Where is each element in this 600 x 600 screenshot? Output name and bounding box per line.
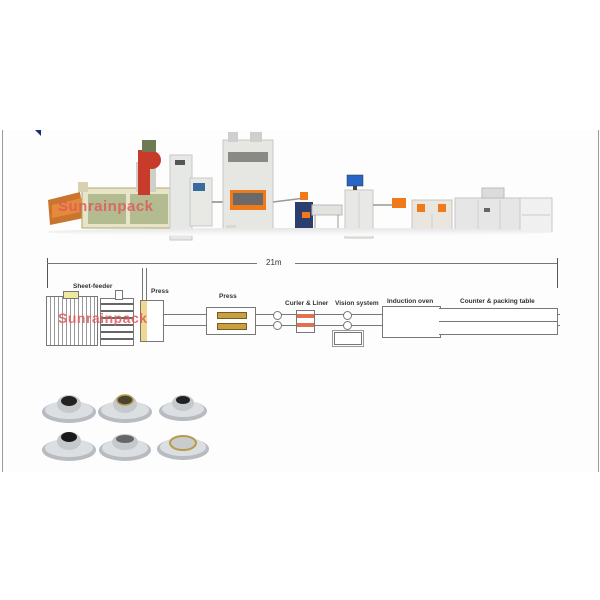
product-cap-6 — [157, 435, 209, 460]
induction-oven-machine — [411, 199, 453, 233]
press-1-block — [140, 300, 164, 342]
label-counter-packing: Counter & packing table — [460, 298, 535, 305]
transfer-unit — [272, 192, 313, 230]
curler-conveyor — [311, 204, 343, 230]
product-cap-1 — [42, 395, 96, 423]
drawing-watermark: Sunrainpack — [58, 310, 148, 326]
vision-system-console — [332, 330, 364, 347]
corner-marker-icon — [35, 130, 41, 136]
machine-line-illustration — [48, 132, 553, 241]
label-sheet-feeder: Sheet-feeder — [73, 283, 113, 290]
roller-2b — [343, 321, 352, 330]
label-curler-liner: Curler & Liner — [285, 300, 329, 307]
press-2-block — [206, 307, 256, 335]
press1-pipe-a — [142, 268, 143, 300]
dimension-tick-right — [557, 258, 558, 288]
liner-unit — [392, 198, 406, 208]
conveyor-rail-top — [160, 314, 560, 315]
label-induction-oven: Induction oven — [387, 298, 434, 305]
curler-liner-block — [296, 310, 315, 333]
feeder-stacker-top — [115, 290, 123, 300]
product-cap-5 — [99, 434, 151, 461]
machine-line-photo: Sunrainpack — [40, 130, 560, 245]
counter-packing-machine — [454, 187, 553, 233]
sheet-feeder-block — [46, 296, 98, 346]
dimension-line-right — [295, 263, 557, 264]
length-label: 21m — [266, 258, 282, 267]
induction-oven-block — [382, 306, 441, 338]
roller-1a — [273, 311, 282, 320]
dimension-line-left — [47, 263, 257, 264]
sheet-feeder-motor — [63, 291, 79, 299]
control-cabinet-1 — [189, 177, 213, 227]
conveyor-rail-bottom — [160, 325, 560, 326]
photo-shadow — [45, 228, 555, 236]
packing-table-divider — [439, 321, 557, 322]
press-machine — [222, 132, 274, 236]
roller-2a — [343, 311, 352, 320]
dimension-tick-left — [47, 258, 48, 288]
product-cap-2 — [98, 394, 152, 423]
press-2-die-top — [217, 312, 247, 319]
press1-pipe-b — [146, 268, 147, 300]
label-vision-system: Vision system — [335, 300, 379, 307]
product-cap-4 — [42, 432, 96, 461]
photo-watermark: Sunrainpack — [58, 198, 154, 215]
label-press-1: Press — [151, 288, 169, 295]
counter-packing-table — [439, 308, 558, 335]
label-press-2: Press — [219, 293, 237, 300]
sheet-feeder-machine — [48, 140, 193, 241]
roller-1b — [273, 321, 282, 330]
product-cap-3 — [159, 395, 207, 421]
press-2-die-bottom — [217, 323, 247, 330]
